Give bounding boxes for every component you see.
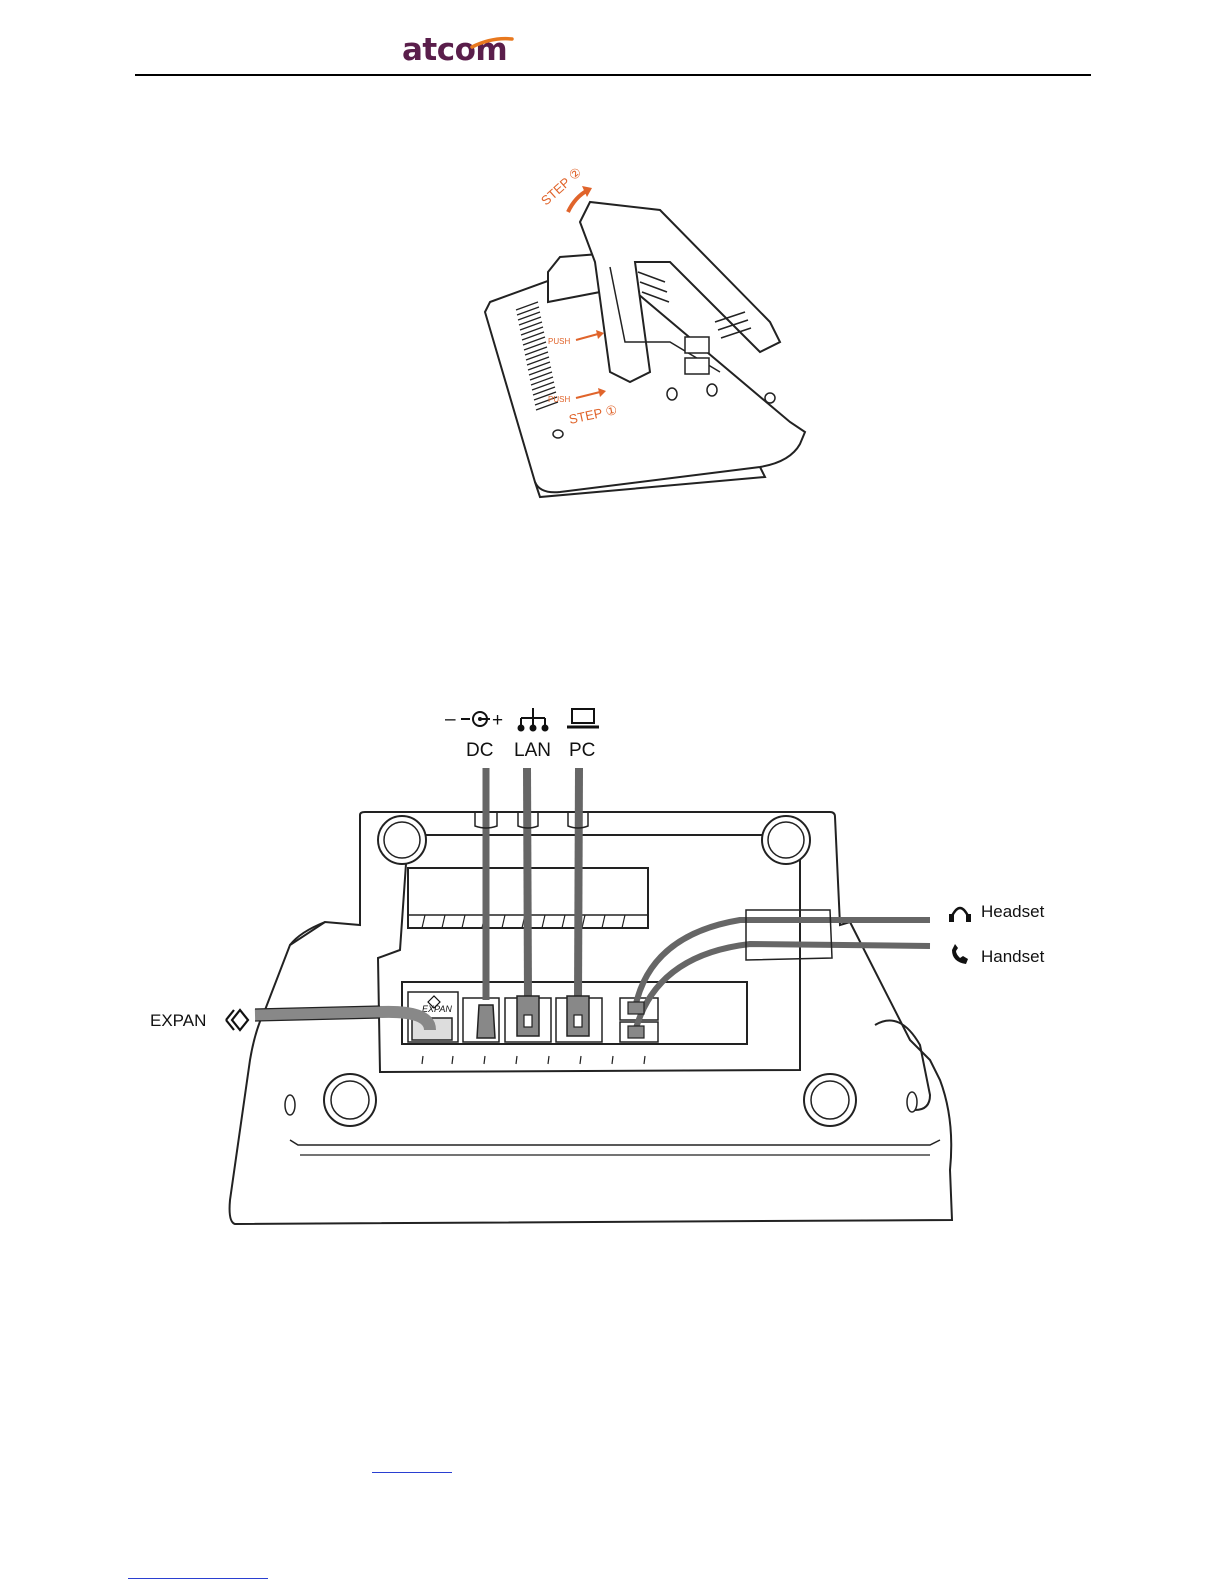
step2-arrow: [568, 190, 588, 212]
dc-plug: [477, 1005, 495, 1038]
footer-rule: [128, 1578, 268, 1579]
push-label-upper: PUSH: [548, 337, 570, 346]
dc-power-icon: – +: [445, 709, 503, 731]
lan-label: LAN: [514, 740, 551, 761]
phone-base: [485, 262, 805, 492]
handset-label: Handset: [981, 947, 1045, 966]
header-rule: [135, 74, 1091, 76]
network-icon: [519, 708, 548, 731]
stand-attachment-figure: STEP ② PUSH PUSH STEP ①: [460, 162, 820, 502]
step2-label: STEP ②: [538, 164, 584, 208]
expan-label: EXPAN: [150, 1011, 206, 1030]
svg-text:–: –: [445, 709, 456, 730]
push-label-lower: PUSH: [548, 395, 570, 404]
expansion-icon: [226, 1010, 248, 1030]
logo-swoosh-icon: [470, 35, 514, 49]
footer-link-underline[interactable]: [372, 1472, 452, 1473]
dc-label: DC: [466, 740, 493, 761]
headset-icon: [949, 908, 971, 922]
rear-ports-figure: – + DC LAN PC: [140, 700, 1060, 1240]
pc-label: PC: [569, 740, 595, 761]
laptop-icon: [567, 709, 599, 727]
handset-icon: [952, 944, 968, 964]
headset-label: Headset: [981, 902, 1045, 921]
svg-text:+: +: [492, 710, 503, 731]
